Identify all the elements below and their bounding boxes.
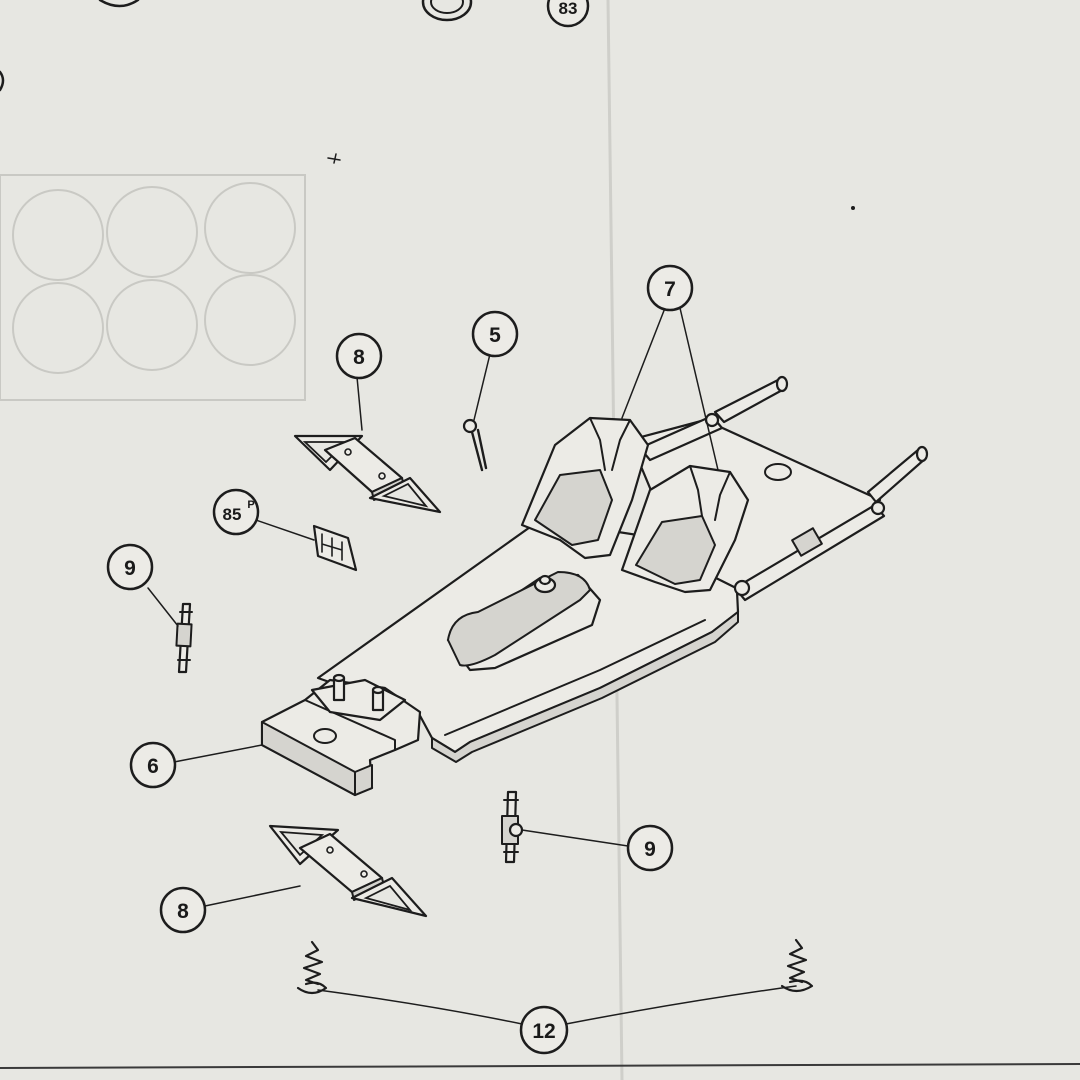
sheet-bottom-edge bbox=[0, 1063, 1080, 1069]
callout-7-label: 7 bbox=[664, 278, 676, 301]
callout-5-label: 5 bbox=[489, 324, 501, 347]
callout-12: 12 bbox=[519, 1005, 569, 1055]
callout-8-upper: 8 bbox=[335, 332, 383, 380]
bracket-upper bbox=[293, 434, 442, 514]
callout-9-left: 9 bbox=[106, 543, 154, 591]
callout-9-right: 9 bbox=[626, 824, 674, 872]
stray-mark bbox=[327, 153, 341, 164]
stray-dot bbox=[851, 206, 855, 210]
callout-9-right-label: 9 bbox=[644, 838, 656, 861]
decal bbox=[312, 524, 358, 572]
callout-85p-label: 85 bbox=[223, 505, 242, 524]
bracket-lower bbox=[268, 824, 428, 918]
showthrough-wheels bbox=[0, 174, 306, 401]
rod-left bbox=[175, 602, 193, 674]
pin bbox=[462, 418, 488, 472]
spring-left bbox=[296, 940, 328, 995]
top-partial-parts bbox=[0, 0, 473, 92]
callout-6: 6 bbox=[129, 741, 177, 789]
callout-7: 7 bbox=[646, 264, 694, 312]
callout-12-label: 12 bbox=[532, 1020, 555, 1043]
callout-6-label: 6 bbox=[147, 755, 159, 778]
leader-lines bbox=[147, 307, 797, 1025]
callout-83: 83 bbox=[546, 0, 590, 28]
chassis bbox=[260, 375, 929, 797]
callout-85p-suffix: P bbox=[247, 499, 254, 511]
callout-8-lower: 8 bbox=[159, 886, 207, 934]
spring-right bbox=[780, 938, 814, 993]
callout-9-left-label: 9 bbox=[124, 557, 136, 580]
callout-8-lower-label: 8 bbox=[177, 900, 189, 923]
callout-8-upper-label: 8 bbox=[353, 346, 365, 369]
rod-right bbox=[501, 790, 524, 864]
callout-5: 5 bbox=[471, 310, 519, 358]
callout-85p: 85 P bbox=[212, 488, 260, 536]
callout-83-label: 83 bbox=[559, 0, 578, 18]
